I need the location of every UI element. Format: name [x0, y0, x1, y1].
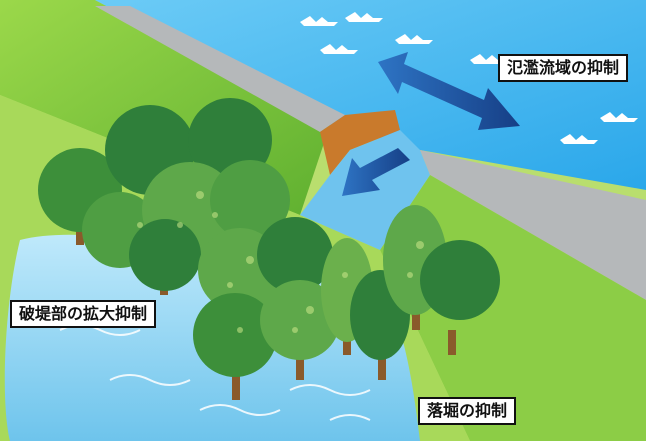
river: [95, 0, 646, 190]
down-arrow-icon: [342, 148, 410, 196]
label-breach-expansion-suppression: 破堤部の拡大抑制: [10, 300, 157, 328]
embankment-road-lower: [420, 150, 646, 300]
grass-bank-right: [380, 175, 646, 441]
label-scour-suppression: 落堀の抑制: [418, 397, 517, 425]
label-flood-area-suppression: 氾濫流域の抑制: [498, 54, 629, 82]
forest: [38, 98, 500, 400]
embankment-road-upper: [95, 6, 345, 132]
double-headed-arrow-icon: [378, 52, 520, 130]
river-waves: [300, 12, 638, 144]
breach-soil: [320, 110, 400, 175]
